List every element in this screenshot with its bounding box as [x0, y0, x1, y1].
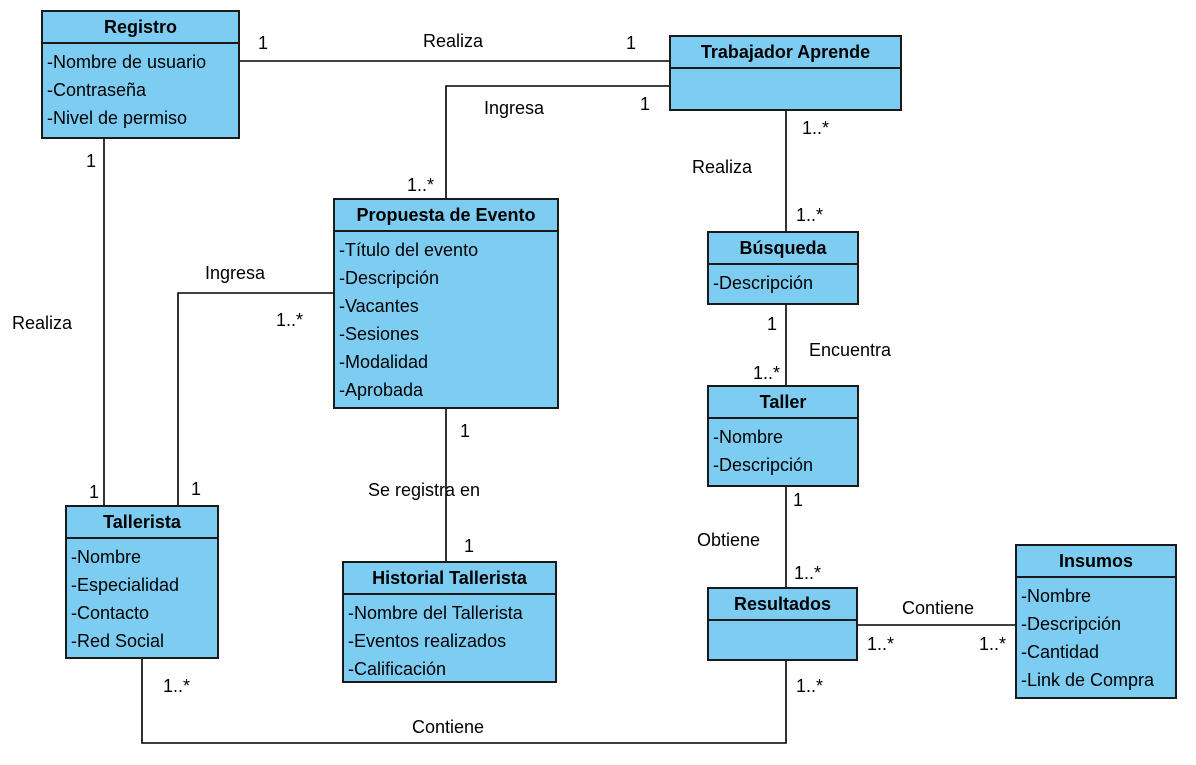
attr-especialidad: -Especialidad — [71, 575, 180, 595]
class-historial-tallerista-title: Historial Tallerista — [344, 563, 555, 595]
attr-eventos-realizados: -Eventos realizados — [348, 631, 507, 651]
mult-busqueda-side: 1..* — [796, 205, 824, 225]
assoc-label-tallerista-resultados: Contiene — [412, 717, 485, 737]
class-busqueda[interactable]: Búsqueda -Descripción — [707, 231, 859, 305]
mult-registro-side: 1 — [258, 33, 269, 53]
mult-resultados-side: 1..* — [867, 634, 895, 654]
attr-nombre: -Nombre — [1021, 586, 1092, 606]
class-propuesta-evento-title: Propuesta de Evento — [335, 200, 557, 232]
mult-resultados-side: 1..* — [794, 563, 822, 583]
assoc-label-resultados-insumos: Contiene — [902, 598, 975, 618]
attr-aprobada: -Aprobada — [339, 380, 424, 400]
assoc-label-propuesta-historial: Se registra en — [368, 480, 481, 500]
line-tallerista-resultados — [141, 659, 787, 744]
class-tallerista-title: Tallerista — [67, 507, 217, 539]
attr-contacto: -Contacto — [71, 603, 150, 623]
mult-historial-side: 1 — [464, 536, 475, 556]
class-resultados[interactable]: Resultados — [707, 587, 858, 661]
assoc-label-tallerista-propuesta: Ingresa — [205, 263, 266, 283]
attr-contrasena: -Contraseña — [47, 80, 147, 100]
class-insumos[interactable]: Insumos -Nombre -Descripción -Cantidad -… — [1015, 544, 1177, 699]
class-trabajador-aprende-title: Trabajador Aprende — [671, 37, 900, 69]
mult-resultados-side: 1..* — [796, 676, 824, 696]
attr-nivel-permiso: -Nivel de permiso — [47, 108, 188, 128]
attr-nombre: -Nombre — [713, 427, 784, 447]
mult-tallerista-side: 1..* — [163, 676, 191, 696]
attr-link-compra: -Link de Compra — [1021, 670, 1155, 690]
mult-propuesta-side: 1 — [460, 421, 471, 441]
mult-tallerista-side: 1 — [89, 482, 100, 502]
attr-red-social: -Red Social — [71, 631, 165, 651]
attr-titulo-evento: -Título del evento — [339, 240, 479, 260]
class-insumos-title: Insumos — [1017, 546, 1175, 578]
mult-propuesta-side: 1..* — [276, 310, 304, 330]
mult-taller-side: 1 — [793, 490, 804, 510]
attr-nombre-tallerista: -Nombre del Tallerista — [348, 603, 523, 623]
mult-trabajador-side: 1 — [626, 33, 637, 53]
class-tallerista[interactable]: Tallerista -Nombre -Especialidad -Contac… — [65, 505, 219, 659]
attr-modalidad: -Modalidad — [339, 352, 429, 372]
class-historial-tallerista[interactable]: Historial Tallerista -Nombre del Talleri… — [342, 561, 557, 683]
mult-insumos-side: 1..* — [979, 634, 1007, 654]
class-busqueda-title: Búsqueda — [709, 233, 857, 265]
line-trabajador-propuesta — [445, 85, 669, 198]
mult-trabajador-side: 1..* — [802, 118, 830, 138]
class-propuesta-evento[interactable]: Propuesta de Evento -Título del evento -… — [333, 198, 559, 409]
assoc-label-registro-trabajador: Realiza — [423, 31, 484, 51]
assoc-label-trabajador-busqueda: Realiza — [692, 157, 753, 177]
attr-descripcion: -Descripción — [339, 268, 440, 288]
attr-sesiones: -Sesiones — [339, 324, 420, 344]
assoc-label-trabajador-propuesta: Ingresa — [484, 98, 545, 118]
attr-cantidad: -Cantidad — [1021, 642, 1100, 662]
attr-vacantes: -Vacantes — [339, 296, 419, 316]
attr-descripcion: -Descripción — [713, 273, 814, 293]
class-registro[interactable]: Registro -Nombre de usuario -Contraseña … — [41, 10, 240, 139]
class-taller[interactable]: Taller -Nombre -Descripción — [707, 385, 859, 487]
mult-tallerista-side: 1 — [191, 479, 202, 499]
attr-descripcion: -Descripción — [1021, 614, 1122, 634]
class-taller-title: Taller — [709, 387, 857, 419]
attr-nombre-usuario: -Nombre de usuario — [47, 52, 207, 72]
assoc-label-busqueda-taller: Encuentra — [809, 340, 892, 360]
assoc-label-taller-resultados: Obtiene — [694, 530, 764, 550]
attr-descripcion: -Descripción — [713, 455, 814, 475]
mult-propuesta-side: 1..* — [407, 175, 435, 195]
assoc-label-registro-tallerista: Realiza — [12, 313, 73, 333]
class-trabajador-aprende[interactable]: Trabajador Aprende — [669, 35, 902, 111]
line-tallerista-propuesta — [177, 292, 333, 505]
mult-taller-side: 1..* — [753, 363, 781, 383]
class-registro-title: Registro — [43, 12, 238, 44]
attr-nombre: -Nombre — [71, 547, 142, 567]
attr-calificacion: -Calificación — [348, 659, 447, 679]
mult-busqueda-side: 1 — [767, 314, 778, 334]
mult-registro-side: 1 — [86, 151, 97, 171]
mult-trabajador-side: 1 — [640, 94, 651, 114]
class-resultados-title: Resultados — [709, 589, 856, 621]
